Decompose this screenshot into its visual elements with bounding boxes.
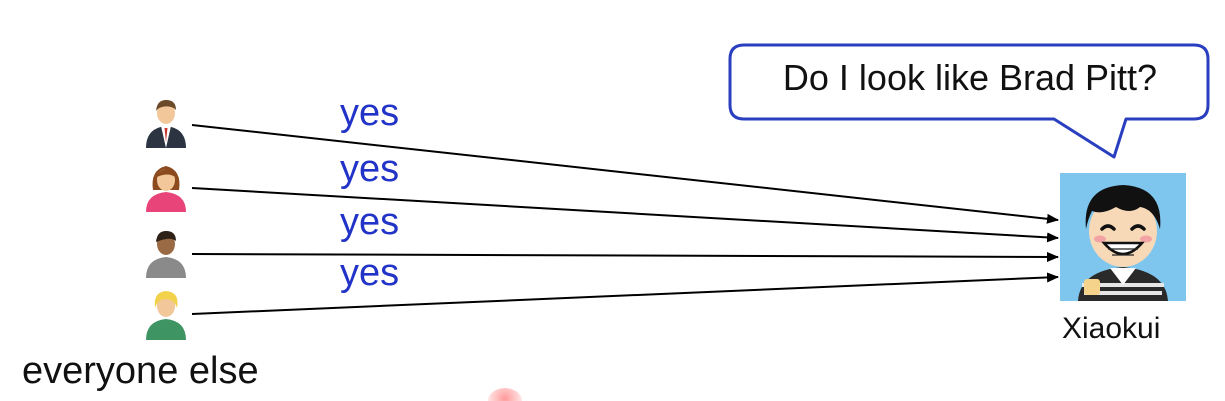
response-label-1: yes: [340, 92, 400, 134]
group-label: everyone else: [22, 350, 259, 392]
arrow-2: [191, 187, 1059, 243]
businessman-icon: [146, 100, 186, 148]
smiling-boy-avatar-icon: [1060, 173, 1186, 301]
arrow-3: [191, 251, 1059, 262]
response-label-2: yes: [340, 148, 400, 190]
speech-bubble: [728, 43, 1210, 159]
arrow-1: [191, 124, 1059, 224]
woman-icon: [146, 166, 186, 212]
speech-bubble-text: Do I look like Brad Pitt?: [782, 57, 1158, 98]
response-label-3: yes: [340, 201, 400, 243]
target-label: Xiaokui: [1062, 312, 1161, 345]
response-label-4: yes: [340, 252, 400, 294]
person-icon: [146, 231, 186, 278]
arrow-4: [191, 272, 1059, 315]
blond-person-icon: [146, 291, 186, 340]
decorative-mark: [488, 388, 522, 401]
